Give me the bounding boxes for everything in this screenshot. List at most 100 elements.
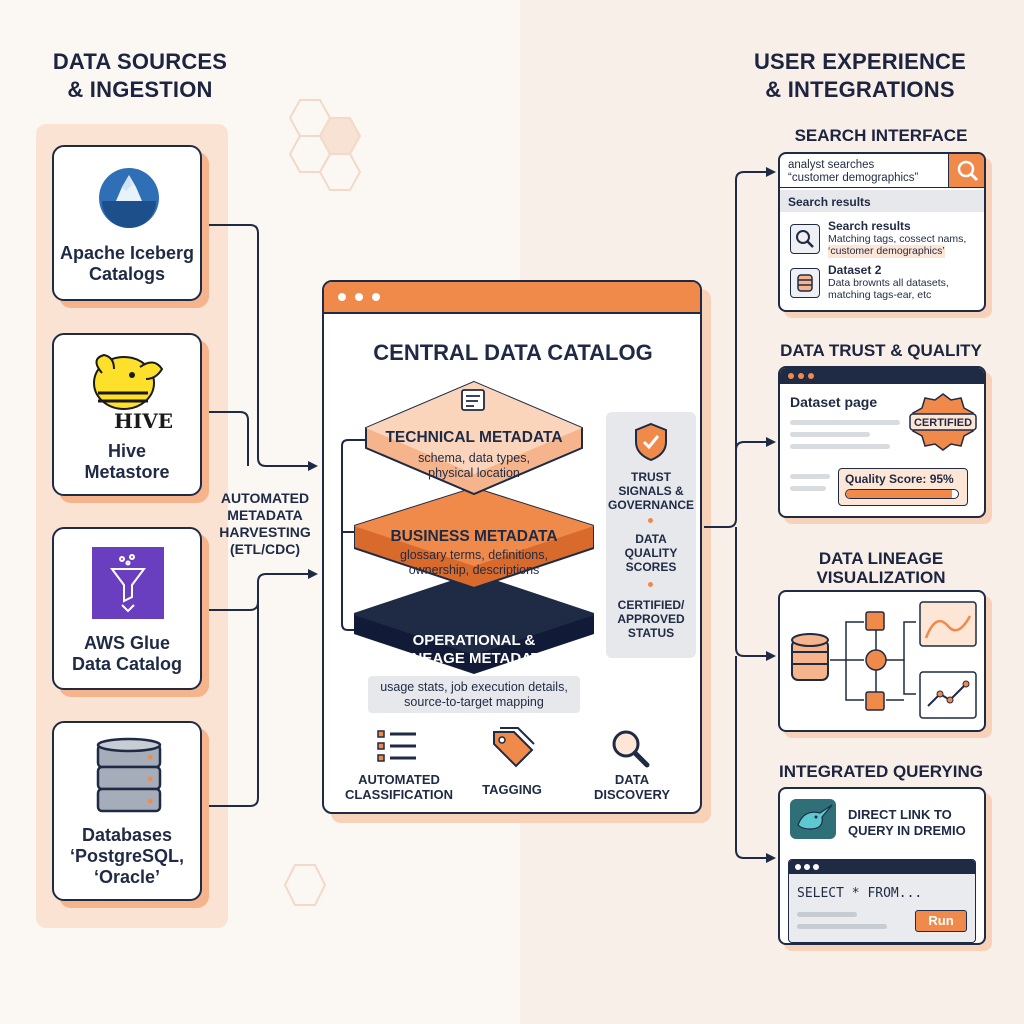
layer-desc-line: source-to-target mapping [404,694,544,709]
placeholder-line [790,474,830,479]
search-button[interactable] [948,154,984,188]
source-label-line: AWS Glue [83,633,170,653]
left-heading-line1: DATA SOURCES [52,49,228,74]
harvest-label-line: (ETL/CDC) [230,541,300,557]
experience-connectors [704,167,776,863]
ingestion-connectors [200,224,318,807]
layer-desc-line: usage stats, job execution details, [380,680,568,694]
trust-item-line: STATUS [627,626,675,640]
glue-funnel-icon [92,547,164,619]
feature-label-line: AUTOMATED [358,772,440,787]
dataset-page-label: Dataset page [790,394,878,410]
layer-title-line: OPERATIONAL & [412,632,536,649]
catalog-title: CENTRAL DATA CATALOG [373,340,653,365]
trust-item-line: CERTIFIED/ [617,598,685,612]
hive-logo-text: HIVE [114,409,174,433]
layer-desc-line: glossary terms, definitions, [400,548,548,562]
source-card-glue[interactable]: AWS Glue Data Catalog [52,527,202,690]
window-dot [372,293,380,301]
harvest-label: AUTOMATED METADATA HARVESTING (ETL/CDC) [210,490,320,558]
magnifier-small-icon [796,230,814,248]
source-label-line: Metastore [84,462,170,482]
trust-item-line: APPROVED [617,612,685,626]
technical-layer-title: TECHNICAL METADATA [385,429,563,446]
result-desc-line: ‘customer demographics’ [828,245,945,258]
placeholder-line [790,420,900,425]
source-label-line: Data Catalog [71,654,183,674]
lineage-title-line: VISUALIZATION [816,568,946,587]
trust-item-line: SIGNALS & [618,484,684,498]
shield-check-icon [635,422,667,462]
magnifier-icon [612,730,650,768]
quality-score-box: Quality Score: 95% [838,468,968,506]
feature-discovery: DATA DISCOVERY [582,772,682,802]
trust-sidebar: TRUST SIGNALS & GOVERNANCE DATA QUALITY … [606,412,696,658]
trust-item-line: DATA [635,532,667,546]
source-card-iceberg[interactable]: Apache Iceberg Catalogs [52,145,202,301]
certified-seal [909,393,977,451]
window-dot [788,373,794,379]
placeholder-line [790,432,870,437]
dremio-link-line: DIRECT LINK TO [848,807,952,822]
sql-editor[interactable]: SELECT * FROM... Run [788,859,976,943]
panel-titlebar [780,368,984,384]
search-panel: analyst searches “customer demographics”… [778,152,986,312]
trust-item-line: TRUST [631,470,671,484]
quality-bar-track [845,489,959,499]
trust-item-line: QUALITY [624,546,678,560]
source-label-line: Databases [81,825,173,845]
search-result-2[interactable]: Dataset 2 Data brownts all datasets, mat… [828,263,984,302]
window-dot [808,373,814,379]
source-card-databases[interactable]: Databases ‘PostgreSQL, ‘Oracle’ [52,721,202,901]
search-query-line: “customer demographics” [788,172,919,184]
feature-tagging: TAGGING [482,782,542,797]
search-result-1[interactable]: Search results Matching tags, cossect na… [828,219,984,258]
quality-score-label: Quality Score: 95% [845,472,954,486]
search-result-icon-box [790,224,820,254]
search-results-header: Search results [780,190,984,212]
source-label-databases: Databases ‘PostgreSQL, ‘Oracle’ [54,825,200,888]
operational-layer-title: OPERATIONAL & LINEAGE METADATA [354,632,594,668]
source-card-hive[interactable]: HIVE Hive Metastore [52,333,202,496]
source-label-line: ‘PostgreSQL, [69,846,185,866]
placeholder-line [797,924,887,929]
technical-layer-desc: schema, data types, physical location [354,451,594,480]
source-label-line: Catalogs [88,264,166,284]
run-button[interactable]: Run [915,910,967,932]
search-input[interactable]: analyst searches “customer demographics” [780,154,948,188]
feature-classification: AUTOMATED CLASSIFICATION [332,772,466,802]
sql-query-text: SELECT * FROM... [797,886,923,901]
central-catalog-window: CENTRAL DATA CATALOG TECHNICAL METADATA … [322,280,702,814]
right-heading-line2: & INTEGRATIONS [765,77,955,102]
metadata-layer-stack [354,380,594,674]
dremio-link[interactable]: DIRECT LINK TO QUERY IN DREMIO [848,807,984,839]
result-desc-line: Data brownts all datasets, [828,276,949,289]
placeholder-line [797,912,857,917]
result-title: Search results [828,219,911,233]
narwhal-icon [797,804,833,830]
search-section-title: SEARCH INTERFACE [794,126,968,145]
right-heading: USER EXPERIENCE & INTEGRATIONS [740,48,980,104]
dataset-icon-box [790,268,820,298]
lineage-title-line: DATA LINEAGE [818,549,944,568]
trust-item-line: GOVERNANCE [607,498,694,512]
source-label-hive: Hive Metastore [54,441,200,483]
technical-layer [365,380,583,496]
operational-layer-desc: usage stats, job execution details, sour… [368,676,580,713]
feature-label-line: DATA [614,772,650,787]
catalog-titlebar [324,282,700,314]
list-icon [377,730,416,762]
business-layer-desc: glossary terms, definitions, ownership, … [354,548,594,577]
harvest-label-line: AUTOMATED [220,490,310,506]
iceberg-icon [99,168,159,228]
layer-desc-line: ownership, descriptions [408,562,540,577]
source-label-glue: AWS Glue Data Catalog [54,633,200,675]
result-title: Dataset 2 [828,263,882,277]
hive-logo [93,353,164,410]
trust-item-line: SCORES [625,560,677,574]
querying-section-title: INTEGRATED QUERYING [778,762,983,781]
left-heading-line2: & INGESTION [67,77,213,102]
document-icon [461,389,485,411]
business-layer [354,486,594,590]
dremio-logo[interactable] [790,799,836,839]
